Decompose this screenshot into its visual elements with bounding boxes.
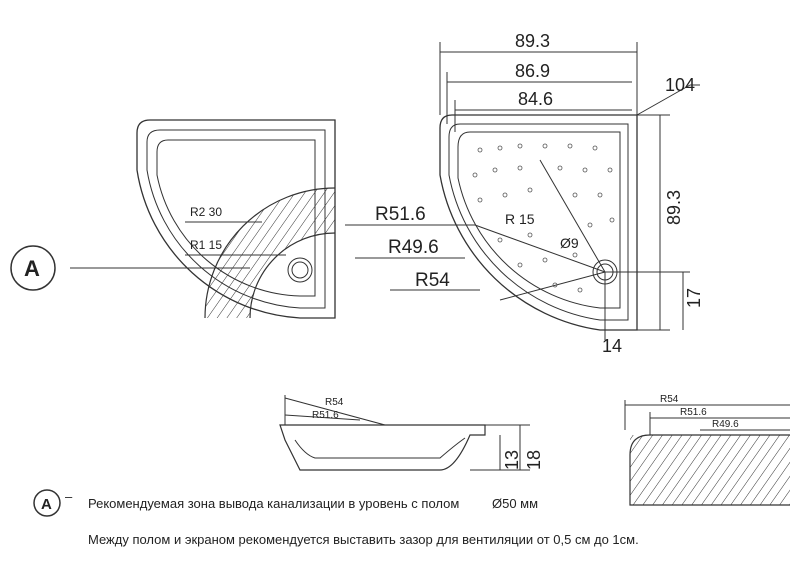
section-r51-6: R51.6 <box>312 410 339 421</box>
dim-drain-x: 14 <box>602 336 622 356</box>
label-r54: R54 <box>415 270 450 291</box>
dim-diagonal: 104 <box>665 75 695 95</box>
label-r2: R2 30 <box>190 205 222 219</box>
label-r1: R1 15 <box>190 238 222 252</box>
legend-line1-dia: Ø50 мм <box>492 496 539 511</box>
dim-width-mid: 86.9 <box>515 61 550 81</box>
right-plan-view <box>345 42 700 340</box>
section-h18: 18 <box>524 450 544 470</box>
section-h13: 13 <box>502 450 522 470</box>
label-drain-dia: Ø9 <box>560 235 579 251</box>
edge-section-view <box>624 400 790 506</box>
edge-r54: R54 <box>660 394 679 405</box>
legend-marker-circle <box>33 489 61 517</box>
drain-dot-pattern <box>472 143 615 293</box>
dim-width-outer: 89.3 <box>515 31 550 51</box>
legend-line2: Между полом и экраном рекомендуется выст… <box>88 532 639 547</box>
legend-line1: Рекомендуемая зона вывода канализации в … <box>88 496 460 511</box>
edge-r51-6: R51.6 <box>680 407 707 418</box>
legend-dash: – <box>65 489 73 504</box>
label-r15: R 15 <box>505 211 535 227</box>
dim-height: 89.3 <box>664 190 684 225</box>
dim-drain-y: 17 <box>684 288 704 308</box>
legend-marker: A <box>41 496 52 513</box>
label-r51-6: R51.6 <box>375 204 426 225</box>
dim-width-inner: 84.6 <box>518 89 553 109</box>
section-r54: R54 <box>325 397 344 408</box>
marker-a: A <box>24 256 40 281</box>
label-r49-6: R49.6 <box>388 237 439 258</box>
left-plan-view <box>10 119 336 319</box>
side-section-view <box>279 395 530 471</box>
edge-r49-6: R49.6 <box>712 419 739 430</box>
